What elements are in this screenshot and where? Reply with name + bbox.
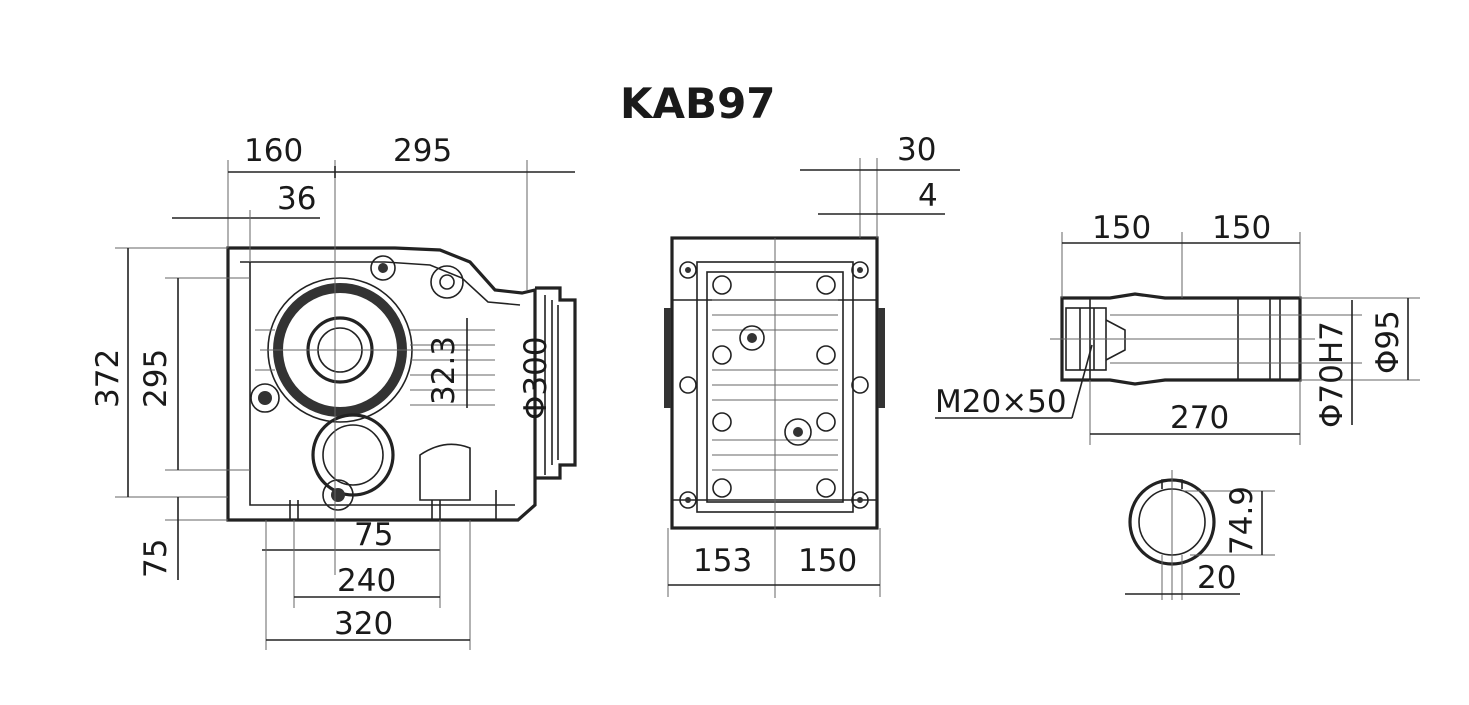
front-view: 160 295 36 372 295 32.3 Φ300 75 75 240 bbox=[90, 133, 577, 650]
dim-372: 372 bbox=[90, 349, 126, 408]
dim-4: 4 bbox=[918, 178, 938, 214]
dim-74-9: 74.9 bbox=[1224, 486, 1260, 555]
dim-160: 160 bbox=[244, 133, 303, 169]
lower-boss bbox=[311, 413, 395, 497]
dim-320: 320 bbox=[334, 606, 393, 642]
dim-295-top: 295 bbox=[393, 133, 452, 169]
dim-phi95: Φ95 bbox=[1370, 310, 1406, 374]
dim-150-shaft-left: 150 bbox=[1092, 210, 1151, 246]
dim-75-horizontal: 75 bbox=[354, 517, 393, 553]
dim-75-vertical: 75 bbox=[138, 539, 174, 578]
side-view: 30 4 153 150 bbox=[664, 132, 960, 598]
housing-outline bbox=[226, 246, 537, 522]
dim-270: 270 bbox=[1170, 400, 1229, 436]
dim-32-3: 32.3 bbox=[426, 336, 462, 405]
drawing-title: KAB97 bbox=[620, 79, 776, 128]
dim-phi70h7: Φ70H7 bbox=[1314, 321, 1350, 428]
dim-20: 20 bbox=[1197, 560, 1236, 596]
shaft-view: 150 150 Φ95 Φ70H7 M20×50 270 bbox=[935, 210, 1420, 445]
dim-phi300: Φ300 bbox=[518, 336, 554, 420]
dim-30: 30 bbox=[897, 132, 936, 168]
dim-153: 153 bbox=[693, 543, 752, 579]
dim-150-shaft-right: 150 bbox=[1212, 210, 1271, 246]
dim-240: 240 bbox=[337, 563, 396, 599]
output-flange bbox=[535, 286, 577, 480]
thread-label: M20×50 bbox=[935, 384, 1067, 420]
dim-295-side: 295 bbox=[138, 349, 174, 408]
dim-150-side: 150 bbox=[798, 543, 857, 579]
dim-36: 36 bbox=[277, 181, 316, 217]
keyway-section: 74.9 20 bbox=[1125, 470, 1275, 600]
